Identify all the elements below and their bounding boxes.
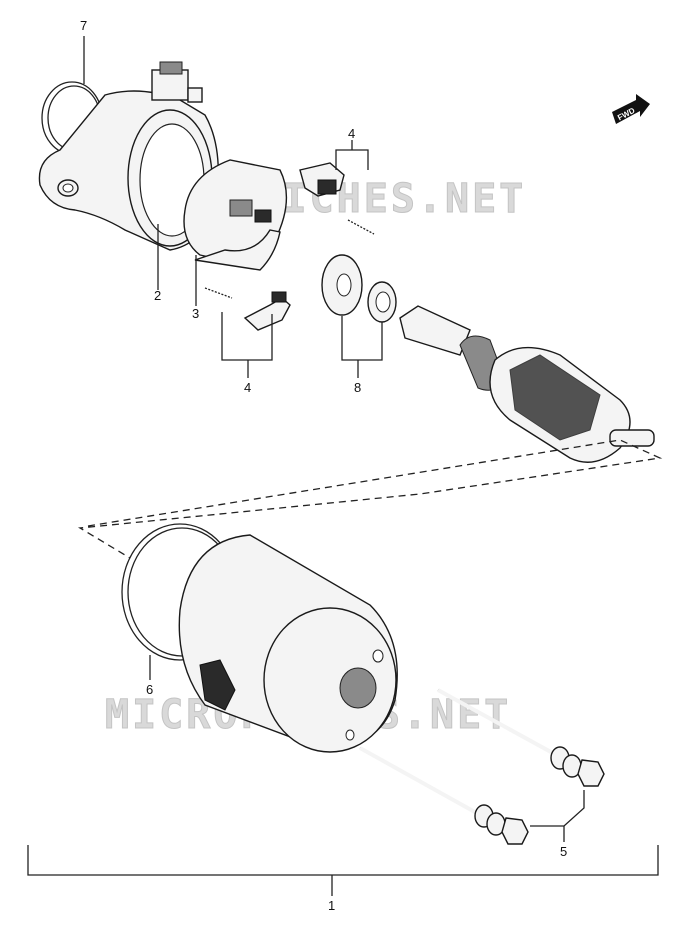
callout-7: 7: [80, 18, 87, 33]
callout-4-top: 4: [348, 126, 355, 141]
motor-yoke: [178, 534, 398, 753]
callout-5: 5: [560, 844, 567, 859]
callout-1: 1: [328, 898, 335, 913]
washers-8: [321, 254, 397, 323]
brush-4-top: [299, 162, 375, 235]
through-bolt-lower: [359, 746, 529, 845]
callout-8: 8: [354, 380, 361, 395]
assembly-guide-lines: [77, 439, 663, 559]
brush-4-bottom: [243, 291, 291, 331]
callout-4-bottom: 4: [244, 380, 251, 395]
armature: [399, 305, 655, 463]
callout-3: 3: [192, 306, 199, 321]
leader-lines: [27, 36, 659, 896]
callout-2: 2: [154, 288, 161, 303]
brush-holder-plate: [183, 159, 288, 271]
fwd-arrow-icon: FWD: [612, 94, 650, 124]
spring-3: [204, 287, 233, 299]
through-bolt-upper: [437, 688, 605, 787]
callout-6: 6: [146, 682, 153, 697]
